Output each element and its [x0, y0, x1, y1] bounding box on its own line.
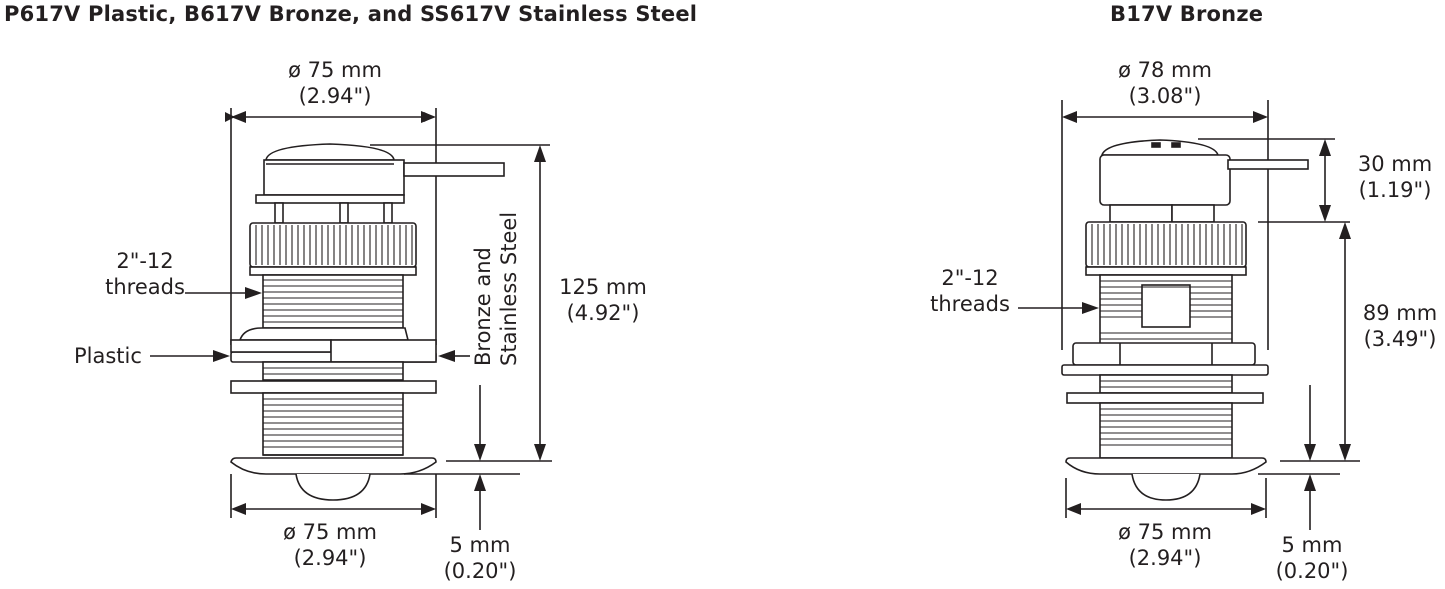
left-diagram-title: P617V Plastic, B617V Bronze, and SS617V …: [4, 2, 698, 26]
right-flange-metric: 5 mm: [1281, 533, 1343, 557]
left-threads-line1: 2"-12: [116, 249, 174, 273]
left-bottom-diameter-imperial: (2.94"): [293, 546, 367, 570]
right-transducer-drawing: [1061, 100, 1335, 501]
left-flange-label: 5 mm (0.20"): [430, 532, 530, 584]
plastic-label: Plastic: [74, 344, 142, 368]
right-bottom-diameter-imperial: (2.94"): [1128, 546, 1202, 570]
right-diagram-title: B17V Bronze: [1110, 2, 1264, 26]
right-cap-height-metric: 30 mm: [1357, 152, 1433, 176]
left-threads-line2: threads: [105, 275, 185, 299]
left-height-metric: 125 mm: [559, 275, 647, 299]
metal-label-line2: Stainless Steel: [497, 211, 521, 366]
left-flange-imperial: (0.20"): [443, 559, 517, 583]
left-bottom-diameter-label: ø 75 mm (2.94"): [265, 519, 395, 571]
right-flange-imperial: (0.20"): [1275, 559, 1349, 583]
metal-label: Bronze and Stainless Steel: [470, 212, 522, 366]
left-thread-lines: [263, 279, 403, 448]
left-top-diameter-label: ø 75 mm (2.94"): [270, 57, 400, 109]
left-dimension-lines: [150, 145, 552, 530]
left-height-label: 125 mm (4.92"): [548, 274, 658, 326]
left-top-diameter-imperial: (2.94"): [298, 84, 372, 108]
right-top-diameter-imperial: (3.08"): [1128, 84, 1202, 108]
left-height-imperial: (4.92"): [566, 301, 640, 325]
right-bottom-diameter-label: ø 75 mm (2.94"): [1100, 519, 1230, 571]
right-thread-lines: [1100, 280, 1232, 446]
right-top-diameter-metric: ø 78 mm: [1118, 58, 1212, 82]
right-body-height-imperial: (3.49"): [1363, 327, 1437, 351]
right-dimension-lines: [1018, 139, 1360, 530]
left-knurl-lines: [255, 225, 413, 265]
right-knurl-lines: [1091, 224, 1243, 265]
left-flange-metric: 5 mm: [449, 533, 511, 557]
right-cap-height-imperial: (1.19"): [1358, 178, 1432, 202]
right-threads-line1: 2"-12: [941, 266, 999, 290]
left-threads-label: 2"-12 threads: [100, 248, 190, 300]
right-flange-label: 5 mm (0.20"): [1262, 532, 1362, 584]
right-body-height-label: 89 mm (3.49"): [1355, 300, 1445, 352]
left-top-diameter-metric: ø 75 mm: [288, 58, 382, 82]
right-bottom-diameter-metric: ø 75 mm: [1118, 520, 1212, 544]
right-threads-line2: threads: [930, 292, 1010, 316]
right-body-height-metric: 89 mm: [1362, 301, 1438, 325]
metal-label-line1: Bronze and: [471, 247, 495, 366]
right-threads-label: 2"-12 threads: [925, 265, 1015, 317]
right-cap-height-label: 30 mm (1.19"): [1345, 151, 1445, 203]
right-top-diameter-label: ø 78 mm (3.08"): [1100, 57, 1230, 109]
left-bottom-diameter-metric: ø 75 mm: [283, 520, 377, 544]
